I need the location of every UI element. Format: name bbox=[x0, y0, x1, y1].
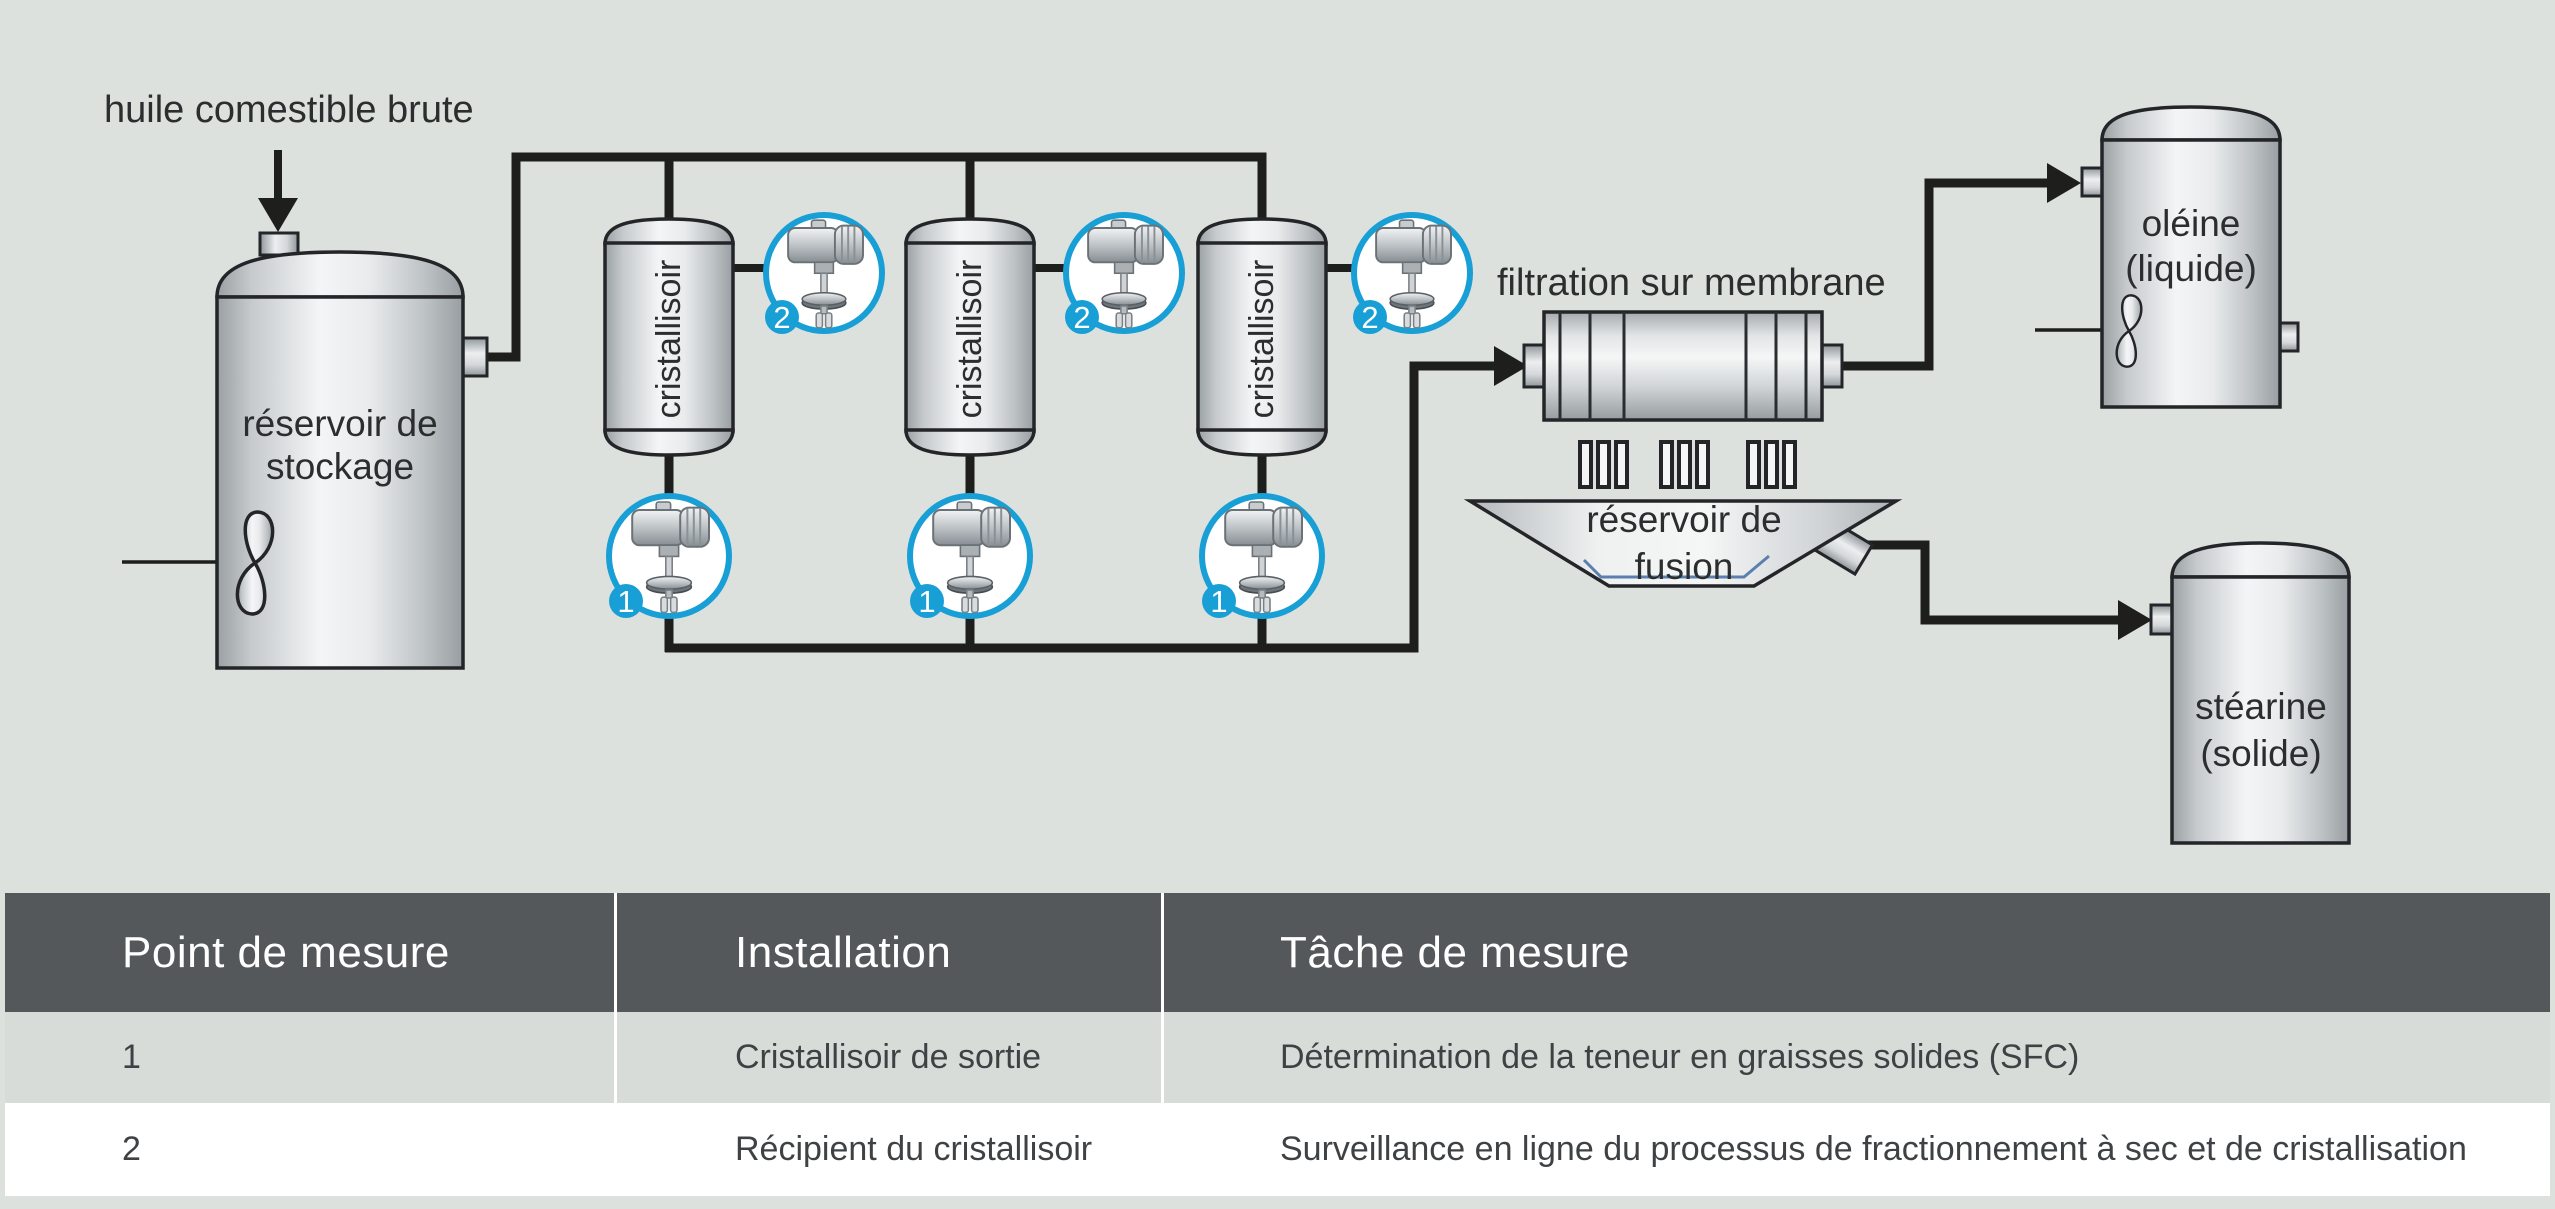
top-manifold-pipe bbox=[480, 152, 1267, 362]
stearine-pipe bbox=[1850, 540, 2118, 625]
feed-arrow-icon bbox=[258, 198, 298, 232]
sensor-point-2-group: 2 bbox=[1063, 212, 1185, 335]
badge-2 bbox=[1353, 300, 1387, 334]
badge-2 bbox=[765, 300, 799, 334]
badge-1 bbox=[1202, 584, 1236, 618]
storage-tank: réservoir de stockage bbox=[215, 231, 489, 670]
cell-installation: Cristallisoir de sortie bbox=[735, 1038, 1042, 1076]
crystallizer-1: cristallisoir bbox=[603, 217, 735, 457]
crystallizer-label: cristallisoir bbox=[1243, 260, 1281, 419]
badge-2-label: 2 bbox=[1073, 300, 1090, 335]
table-row: 2 Récipient du cristallisoir Surveillanc… bbox=[5, 1103, 2550, 1196]
sensor-point-2-group: 2 bbox=[763, 212, 885, 335]
badge-1-label: 1 bbox=[617, 584, 634, 619]
stearine-tank-label-line1: stéarine bbox=[2195, 686, 2327, 727]
crystallizer-label: cristallisoir bbox=[951, 260, 989, 419]
bottom-manifold-pipe bbox=[665, 361, 1496, 653]
badge-1-label: 1 bbox=[918, 584, 935, 619]
cell-installation: Récipient du cristallisoir bbox=[735, 1130, 1093, 1168]
oleine-tank-label-line1: oléine bbox=[2142, 203, 2241, 244]
column-header-task: Tâche de mesure bbox=[1280, 927, 1630, 977]
cell-point: 1 bbox=[122, 1038, 141, 1076]
bottom-margin bbox=[0, 1196, 2555, 1209]
fusion-tank: réservoir de fusion bbox=[1463, 499, 1903, 588]
fusion-tank-label-line1: réservoir de bbox=[1586, 499, 1781, 540]
filter-label: filtration sur membrane bbox=[1497, 262, 1886, 304]
storage-tank-label-line2: stockage bbox=[266, 446, 414, 487]
cell-task: Détermination de la teneur en graisses s… bbox=[1280, 1038, 2080, 1076]
column-divider bbox=[614, 893, 617, 1196]
badge-2 bbox=[1065, 300, 1099, 334]
oleine-pipe bbox=[1838, 178, 2048, 371]
membrane-filter bbox=[1522, 310, 1844, 422]
stearine-inlet-arrow-icon bbox=[2118, 600, 2152, 640]
badge-2-label: 2 bbox=[1361, 300, 1378, 335]
crystallizer-2: cristallisoir bbox=[904, 217, 1036, 457]
sensor-point-2-group: 2 bbox=[1351, 212, 1473, 335]
table-row: 1 Cristallisoir de sortie Détermination … bbox=[5, 1012, 2550, 1103]
column-header-installation: Installation bbox=[735, 927, 952, 977]
membrane-elements bbox=[1578, 440, 1797, 489]
badge-1 bbox=[910, 584, 944, 618]
cell-task: Surveillance en ligne du processus de fr… bbox=[1280, 1130, 2467, 1168]
table-header-row: Point de mesure Installation Tâche de me… bbox=[5, 893, 2550, 1012]
sensor-point-1-group: 1 bbox=[1199, 493, 1325, 619]
badge-1 bbox=[609, 584, 643, 618]
badge-1-label: 1 bbox=[1210, 584, 1227, 619]
feed-label: huile comestible brute bbox=[104, 89, 474, 131]
process-flow-diagram: réservoir de stockage huile comestible b… bbox=[104, 89, 2351, 845]
stearine-tank-label-line2: (solide) bbox=[2200, 733, 2321, 774]
stearine-tank: stéarine (solide) bbox=[2149, 541, 2351, 845]
sensor-point-1-group: 1 bbox=[907, 493, 1033, 619]
column-divider bbox=[1161, 893, 1164, 1196]
fusion-tank-label-line2: fusion bbox=[1635, 546, 1734, 587]
crystallizer-3: cristallisoir bbox=[1196, 217, 1328, 457]
melt-level-line bbox=[1582, 554, 1770, 579]
filter-inlet-arrow-icon bbox=[1494, 346, 1528, 386]
oleine-tank-label-line2: (liquide) bbox=[2125, 248, 2257, 289]
badge-2-label: 2 bbox=[773, 300, 790, 335]
crystallizer-label: cristallisoir bbox=[650, 260, 688, 419]
storage-tank-label-line1: réservoir de bbox=[242, 403, 437, 444]
flow-arrows bbox=[258, 163, 2152, 640]
cell-point: 2 bbox=[122, 1130, 141, 1168]
oleine-inlet-arrow-icon bbox=[2047, 163, 2081, 203]
measurement-table: Point de mesure Installation Tâche de me… bbox=[5, 893, 2550, 1196]
sensor-point-1-group: 1 bbox=[606, 493, 732, 619]
column-header-point: Point de mesure bbox=[122, 927, 450, 977]
oleine-tank: oléine (liquide) bbox=[2080, 105, 2300, 409]
